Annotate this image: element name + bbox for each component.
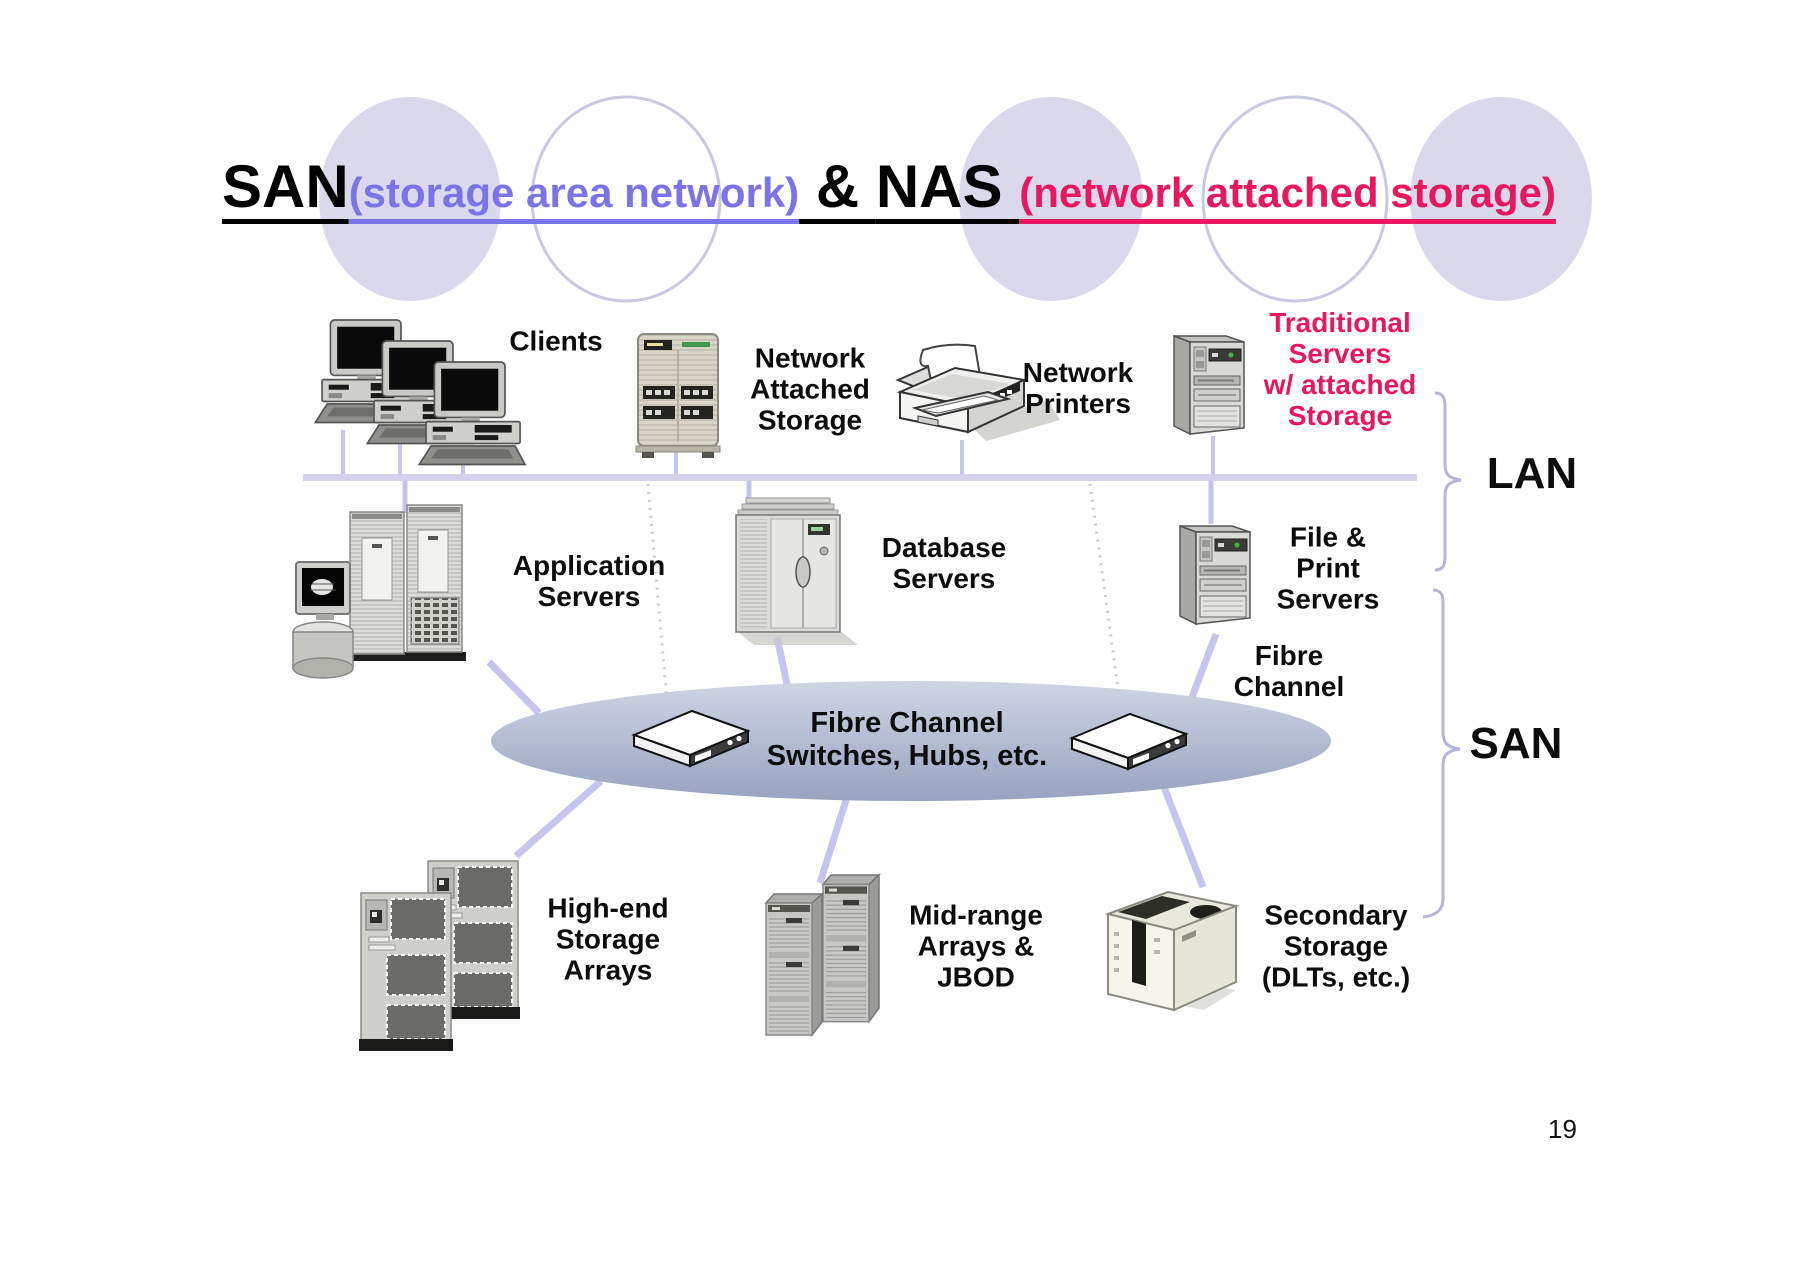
title-nas-expansion: (network attached storage) (1019, 169, 1556, 216)
lan-bus-line (303, 474, 1417, 481)
san-brace (1422, 588, 1461, 919)
nas-server-icon (635, 333, 721, 458)
clients-label: Clients (509, 325, 603, 357)
traditional-servers-label: Traditional Servers w/ attached Storage (1263, 307, 1417, 431)
slide-title: SAN(storage area network) & NAS (network… (222, 152, 1556, 221)
lan-brace (1434, 391, 1462, 572)
network-printers-label: Network Printers (1022, 357, 1134, 419)
title-nas: NAS (875, 153, 1020, 220)
file-print-servers-label: File & Print Servers (1276, 521, 1380, 615)
clients-icon (314, 319, 526, 466)
printer-icon (895, 343, 1060, 441)
mid-range-arrays-label: Mid-range Arrays & JBOD (909, 899, 1043, 993)
fibre-channel-label: Fibre Channel (1233, 640, 1345, 702)
file-print-server-icon (1179, 525, 1251, 625)
decorative-circles (319, 95, 1592, 303)
database-servers-label: Database Servers (881, 532, 1007, 594)
dashed-lines (646, 483, 1126, 733)
application-servers-label: Application Servers (512, 550, 666, 612)
nas-label: Network Attached Storage (750, 342, 870, 436)
secondary-storage-label: Secondary Storage (DLTs, etc.) (1261, 899, 1411, 993)
san-zone-label: SAN (1469, 719, 1563, 768)
database-server-icon (735, 497, 858, 645)
high-end-storage-icon (358, 860, 521, 1052)
traditional-server-icon (1173, 335, 1245, 435)
fc-cloud-label: Fibre Channel Switches, Hubs, etc. (766, 707, 1048, 772)
title-san-expansion: (storage area network) (348, 169, 800, 216)
mid-range-arrays-icon (765, 874, 880, 1036)
secondary-storage-icon (1104, 890, 1240, 1012)
lan-zone-label: LAN (1486, 449, 1578, 498)
application-servers-icon (292, 504, 466, 679)
page-number: 19 (1548, 1114, 1577, 1144)
title-san: SAN (222, 153, 349, 220)
title-ampersand: & (799, 153, 876, 220)
fc-cloud (491, 681, 1331, 801)
high-end-storage-label: High-end Storage Arrays (547, 892, 669, 986)
